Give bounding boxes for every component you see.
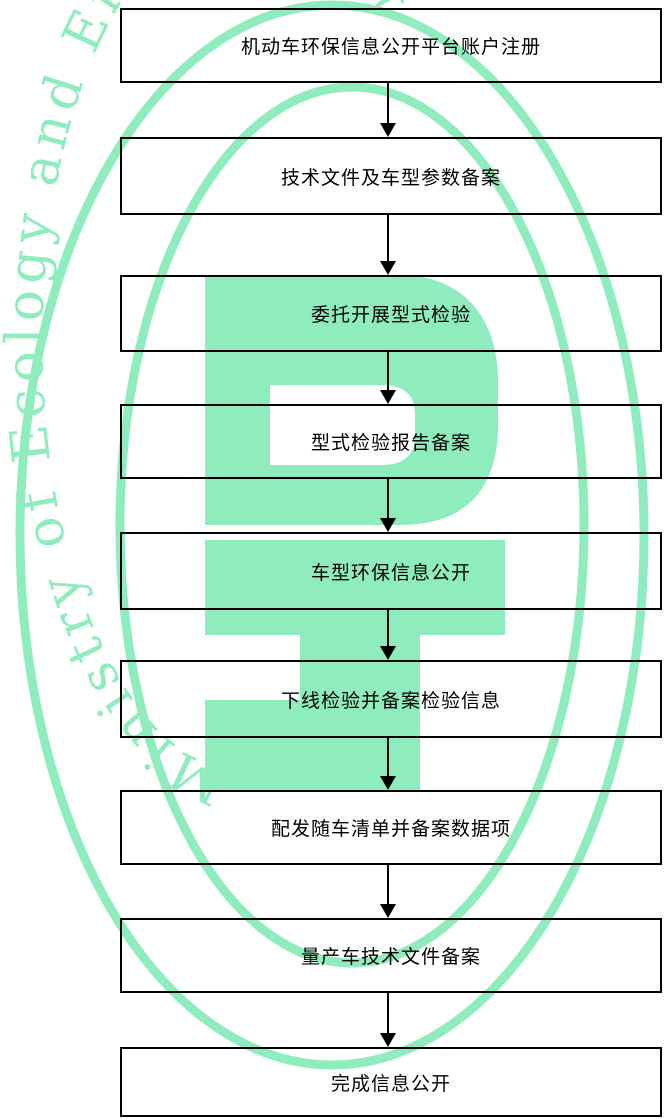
- flow-step-label: 机动车环保信息公开平台账户注册: [240, 36, 541, 58]
- flow-step-label: 型式检验报告备案: [310, 432, 471, 454]
- arrow-shaft: [387, 865, 389, 906]
- arrow-shaft: [387, 352, 389, 392]
- arrow-head-icon: [380, 518, 396, 532]
- flow-step-5: 车型环保信息公开: [120, 532, 662, 610]
- flow-step-1: 机动车环保信息公开平台账户注册: [120, 8, 662, 83]
- watermark-emblem-top: [205, 275, 498, 525]
- flow-step-6: 下线检验并备案检验信息: [120, 660, 662, 738]
- arrow-shaft: [387, 993, 389, 1035]
- arrow-head-icon: [380, 646, 396, 660]
- flow-step-7: 配发随车清单并备案数据项: [120, 790, 662, 865]
- arrow-shaft: [387, 610, 389, 648]
- arrow-head-icon: [380, 261, 396, 275]
- flow-step-label: 量产车技术文件备案: [300, 946, 481, 968]
- flow-step-label: 配发随车清单并备案数据项: [270, 818, 511, 840]
- arrow-shaft: [387, 215, 389, 263]
- flow-step-label: 下线检验并备案检验信息: [280, 689, 501, 712]
- arrow-head-icon: [380, 390, 396, 404]
- arrow-shaft: [387, 479, 389, 520]
- flow-step-label: 车型环保信息公开: [310, 561, 471, 584]
- flow-step-label: 完成信息公开: [330, 1072, 451, 1095]
- arrow-head-icon: [380, 904, 396, 918]
- flow-step-3: 委托开展型式检验: [120, 275, 662, 352]
- arrow-head-icon: [380, 123, 396, 137]
- arrow-shaft: [387, 738, 389, 778]
- flow-step-label: 委托开展型式检验: [310, 304, 471, 326]
- flow-step-4: 型式检验报告备案: [120, 404, 662, 479]
- watermark-emblem-bottom: [205, 540, 505, 790]
- arrow-head-icon: [380, 776, 396, 790]
- arrow-shaft: [387, 83, 389, 125]
- flow-step-9: 完成信息公开: [120, 1047, 662, 1117]
- arrow-head-icon: [380, 1033, 396, 1047]
- flow-step-8: 量产车技术文件备案: [120, 918, 662, 993]
- flow-step-label: 技术文件及车型参数备案: [280, 166, 501, 189]
- watermark-outer-ring: [15, 0, 649, 1070]
- watermark-inner-ring: [115, 82, 589, 968]
- flow-step-2: 技术文件及车型参数备案: [120, 137, 662, 215]
